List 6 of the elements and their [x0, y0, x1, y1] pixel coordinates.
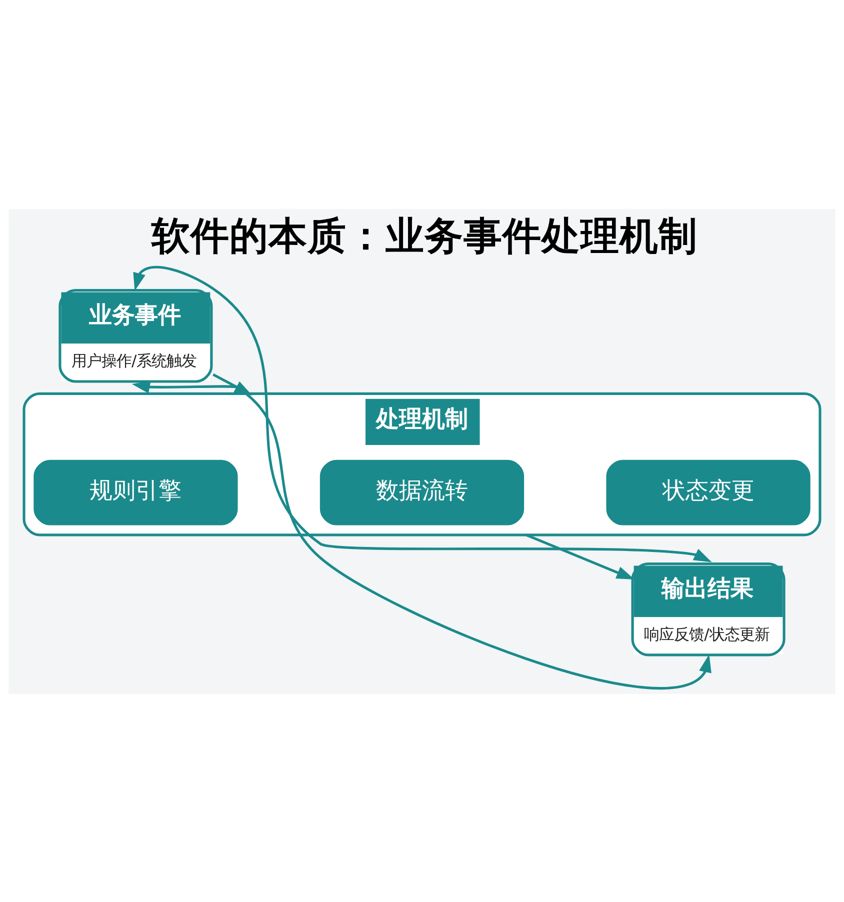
diagram-title: 软件的本质：业务事件处理机制 [152, 213, 698, 258]
arrow [133, 266, 712, 562]
node-box: 规则引擎 [34, 459, 238, 525]
arrow [526, 533, 635, 580]
node-box: 数据流转 [320, 459, 524, 525]
node-box: 状态变更 [606, 459, 810, 525]
